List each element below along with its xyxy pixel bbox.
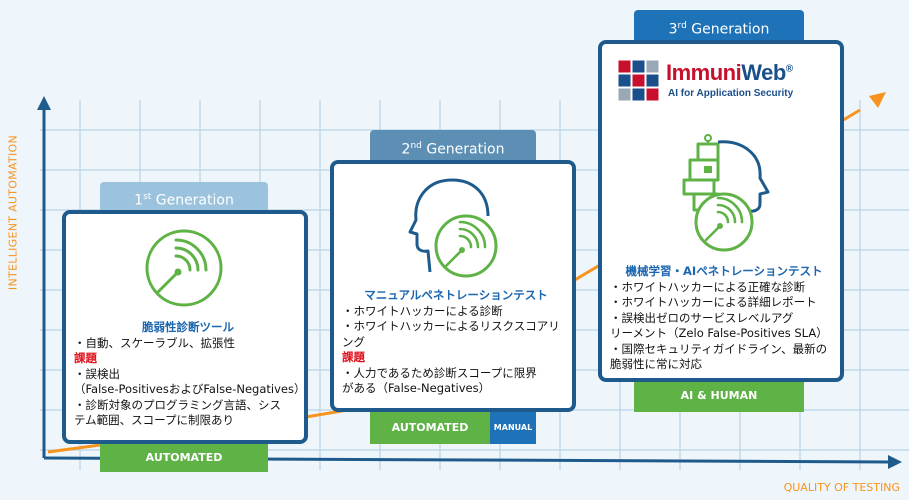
gen2-footer-side: MANUAL — [490, 408, 536, 444]
gen2-issue-label: 課題 — [342, 350, 365, 364]
gen3-line: ・ホワイトハッカーによる正確な診断 — [610, 279, 806, 294]
gen2-text: マニュアルペネトレーションテスト ・ホワイトハッカーによる診断 ・ホワイトハッカ… — [342, 288, 570, 397]
gen3-tab-number: 3 — [668, 21, 678, 38]
gen3-tab-suffix: rd — [677, 21, 687, 31]
gen2-human-head-icon — [408, 178, 498, 278]
gen1-signal-icon — [145, 229, 223, 307]
gen3-tab-text: Generation — [686, 21, 770, 38]
brand-name: ImmuniWeb® — [666, 60, 793, 86]
gen3-line: ・国際セキュリティガイドライン、最新の — [610, 341, 828, 356]
gen1-text: 脆弱性診断ツール ・自動、スケーラブル、拡張性 課題 ・誤検出 （False-P… — [74, 320, 306, 429]
gen2-tab-suffix: nd — [410, 141, 422, 151]
gen2-line: ・ホワイトハッカーによる診断 — [342, 303, 503, 318]
gen3-heading: 機械学習・AIペネトレーションテスト — [625, 264, 823, 278]
gen2-line: ング — [342, 334, 365, 349]
gen2-line: ・ホワイトハッカーによるリスクスコアリ — [342, 319, 560, 333]
brand-name-a: Immuni — [666, 60, 742, 85]
gen2-issue-line: ・人力であるため診断スコープに限界 — [342, 365, 537, 380]
gen2-issue-line: がある（False-Negatives） — [342, 381, 491, 395]
x-axis-label: QUALITY OF TESTING — [783, 481, 900, 494]
brand-registered: ® — [785, 63, 793, 75]
gen1-issue-line: ・誤検出 — [74, 366, 120, 381]
brand-name-b: Web — [741, 60, 786, 85]
gen2-card: マニュアルペネトレーションテスト ・ホワイトハッカーによる診断 ・ホワイトハッカ… — [330, 160, 576, 412]
gen2-tab-text: Generation — [421, 141, 505, 158]
brand-tagline: AI for Application Security — [668, 88, 794, 99]
gen3-card: ImmuniWeb® AI for Application Security 機… — [598, 40, 844, 382]
immuniweb-cube-logo-icon — [617, 59, 660, 102]
gen2-heading: マニュアルペネトレーションテスト — [364, 288, 548, 302]
growth-arrow-icon — [869, 92, 886, 108]
gen1-card: 脆弱性診断ツール ・自動、スケーラブル、拡張性 課題 ・誤検出 （False-P… — [62, 210, 308, 444]
gen3-line: ・誤検出ゼロのサービスレベルアグ — [610, 310, 794, 325]
gen1-heading: 脆弱性診断ツール — [142, 320, 234, 334]
gen1-issue-line: ・診断対象のプログラミング言語、シス — [74, 397, 281, 412]
gen3-robot-human-head-icon — [682, 134, 770, 252]
y-axis-label: INTELLIGENT AUTOMATION — [6, 134, 20, 291]
gen3-line: 脆弱性に常に対応 — [610, 357, 702, 371]
gen2-tab-number: 2 — [401, 141, 411, 158]
x-axis-arrow-icon — [888, 455, 902, 469]
gen1-issue-line: （False-PositivesおよびFalse-Negatives） — [74, 382, 306, 396]
gen3-line: ・ホワイトハッカーによる詳細レポート — [610, 295, 817, 309]
gen2-footer: AUTOMATED MANUAL — [370, 408, 536, 444]
gen3-text: 機械学習・AIペネトレーションテスト ・ホワイトハッカーによる正確な診断 ・ホワ… — [610, 264, 838, 373]
gen1-line: ・自動、スケーラブル、拡張性 — [74, 335, 235, 350]
gen1-footer: AUTOMATED — [100, 440, 268, 472]
gen1-issue-label: 課題 — [74, 351, 97, 365]
gen3-footer: AI & HUMAN — [634, 376, 804, 412]
gen1-tab-suffix: st — [143, 192, 152, 202]
gen1-issue-line: テム範囲、スコープに制限あり — [74, 413, 234, 427]
y-axis-arrow-icon — [37, 96, 51, 110]
gen1-tab-text: Generation — [151, 192, 234, 209]
gen2-footer-main: AUTOMATED — [391, 421, 469, 434]
gen3-line: リーメント（Zelo False-Positives SLA） — [610, 326, 828, 340]
gen1-tab-number: 1 — [134, 192, 144, 209]
